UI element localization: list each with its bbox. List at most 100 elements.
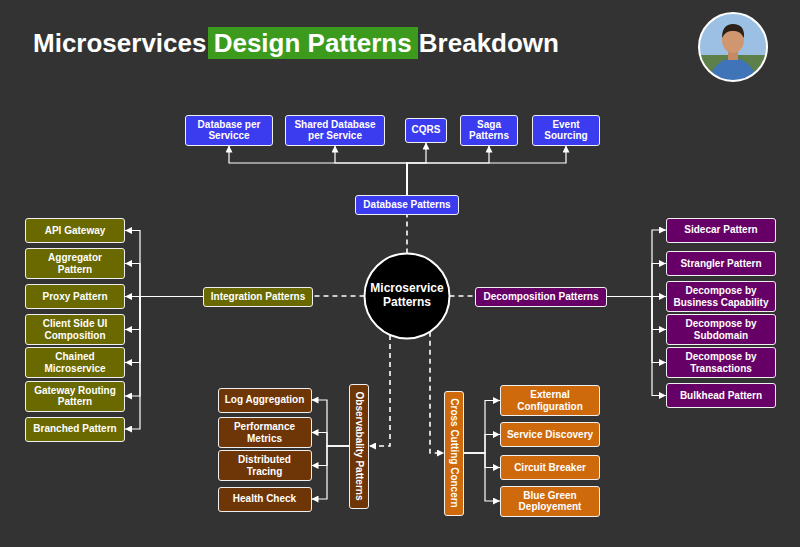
category-box: Observabality Patterns (349, 384, 369, 509)
node-label: Bulkhead Pattern (680, 390, 762, 402)
node-label: Aggregator Pattern (30, 252, 120, 275)
connector (607, 230, 666, 297)
node-label: External Configuration (505, 389, 595, 412)
pattern-box: Aggregator Pattern (25, 248, 125, 279)
connector (450, 295, 476, 297)
pattern-box: Saga Patterns (460, 115, 518, 146)
pattern-box: Database per Servicce (185, 115, 273, 146)
photo-ring (699, 13, 767, 81)
node-label: Integration Patterns (211, 291, 305, 303)
connector (313, 295, 364, 297)
node-label: Strangler Pattern (680, 258, 761, 270)
pattern-box: Client Side UI Composition (25, 314, 125, 345)
node-label: Client Side UI Composition (30, 318, 120, 341)
pattern-box: Blue Green Deployement (500, 486, 600, 517)
pattern-box: Event Sourcing (532, 115, 600, 146)
node-label: Sidecar Pattern (684, 224, 757, 236)
category-box: Decomposition Patterns (475, 287, 606, 307)
pattern-box: External Configuration (500, 385, 600, 416)
connector (407, 146, 566, 196)
node-label: Decompose by Subdomain (671, 318, 771, 341)
node-label: Distributed Tracing (223, 454, 307, 477)
connector (125, 231, 203, 297)
node-label: Blue Green Deployement (505, 490, 595, 513)
node-label: Log Aggregation (225, 394, 305, 406)
photo-hair (722, 24, 744, 38)
pattern-box: Shared Database per Service (285, 115, 385, 146)
diagram-title: Microservices Design Patterns Breakdown (33, 29, 559, 59)
category-box: Integration Patterns (203, 287, 313, 307)
node-label: Saga Patterns (465, 119, 513, 142)
connector (369, 335, 390, 446)
node-label: Circuit Breaker (514, 462, 586, 474)
node-label: Microservice Patterns (369, 282, 445, 310)
connector (312, 446, 350, 466)
connector (464, 435, 500, 454)
connector (464, 453, 500, 468)
node-label: Cross Cutting Concern (448, 398, 460, 507)
pattern-box: Service Discovery (500, 422, 600, 447)
pattern-box: Branched Pattern (25, 417, 125, 442)
category-box: Database Patterns (355, 195, 458, 215)
connector (229, 146, 407, 196)
connector (406, 215, 408, 254)
node-label: Event Sourcing (537, 119, 595, 142)
connector (335, 146, 407, 196)
connector (125, 264, 203, 297)
connector (607, 297, 666, 396)
node-label: CQRS (412, 124, 441, 136)
connector (407, 146, 489, 196)
pattern-box: Chained Microservice (25, 347, 125, 378)
node-label: Health Check (233, 493, 296, 505)
node-label: API Gateway (45, 225, 106, 237)
pattern-box: Log Aggregation (218, 388, 312, 413)
node-label: Observabality Patterns (353, 392, 365, 501)
node-label: Branched Pattern (33, 423, 116, 435)
node-label: Database Patterns (363, 199, 450, 211)
pattern-box: API Gateway (25, 218, 125, 243)
node-label: Database per Servicce (190, 119, 268, 142)
node-label: Decompose by Transactions (671, 351, 771, 374)
node-label: Chained Microservice (30, 351, 120, 374)
node-label: Gateway Routing Pattern (30, 385, 120, 408)
connector (430, 332, 444, 453)
pattern-box: Distributed Tracing (218, 450, 312, 481)
pattern-box: Health Check (218, 487, 312, 512)
pattern-box: Proxy Pattern (25, 284, 125, 309)
connector (407, 143, 426, 196)
connector (125, 297, 203, 430)
pattern-box: CQRS (405, 118, 447, 143)
pattern-box: Sidecar Pattern (666, 218, 776, 243)
node-label: Proxy Pattern (42, 291, 107, 303)
connector (312, 400, 350, 446)
connector (125, 297, 203, 330)
connector (125, 297, 203, 397)
category-box: Cross Cutting Concern (444, 391, 464, 516)
node-label: Decomposition Patterns (483, 291, 598, 303)
avatar-photo (699, 13, 767, 85)
pattern-box: Decompose by Transactions (666, 347, 776, 378)
pattern-box: Gateway Routing Pattern (25, 381, 125, 412)
pattern-box: Bulkhead Pattern (666, 383, 776, 408)
connector (312, 433, 350, 447)
node-label: Service Discovery (507, 429, 593, 441)
node-label: Performance Metrics (223, 421, 307, 444)
connector (607, 297, 666, 363)
center-circle: Microservice Patterns (363, 252, 451, 340)
pattern-box: Performance Metrics (218, 417, 312, 448)
pattern-box: Strangler Pattern (666, 251, 776, 276)
pattern-box: Circuit Breaker (500, 455, 600, 480)
connector (464, 401, 500, 454)
pattern-box: Decompose by Subdomain (666, 314, 776, 345)
node-label: Shared Database per Service (290, 119, 380, 142)
connector (607, 264, 666, 297)
connector (125, 297, 203, 363)
connector (607, 297, 666, 330)
node-label: Decompose by Business Capability (671, 285, 771, 308)
connector (312, 446, 350, 499)
pattern-box: Decompose by Business Capability (666, 281, 776, 312)
circle-shape (365, 254, 450, 339)
connector (464, 453, 500, 501)
